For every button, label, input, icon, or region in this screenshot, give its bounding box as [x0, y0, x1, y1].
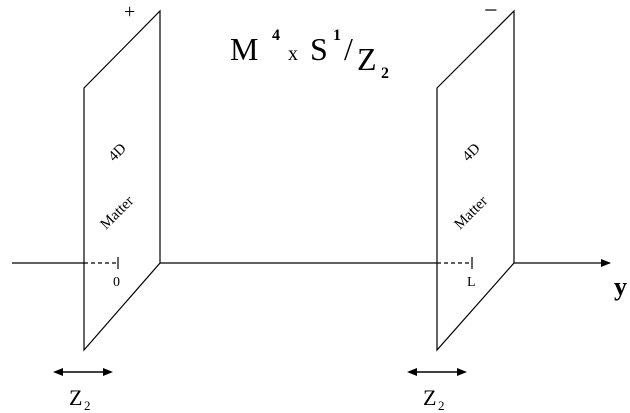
- right-z2-subscript: 2: [438, 398, 445, 413]
- title-times: x: [288, 43, 298, 65]
- title-z-subscript: 2: [381, 65, 389, 82]
- right-brane-sign: −: [484, 0, 498, 24]
- left-brane: 0 + 4D Matter: [83, 1, 161, 352]
- title-m-exponent: 4: [272, 27, 280, 44]
- right-z2-label: Z: [423, 385, 436, 410]
- title-s-exponent: 1: [333, 27, 341, 44]
- right-z2-arrowhead-left: [407, 368, 417, 376]
- left-z2-subscript: 2: [84, 398, 91, 413]
- left-z2-symmetry: Z 2: [53, 368, 113, 413]
- right-l-label: L: [467, 275, 476, 290]
- diagram-title: M 4 x S 1 / Z 2: [230, 27, 389, 82]
- left-brane-sign: +: [124, 1, 135, 23]
- y-axis-label: y: [614, 272, 627, 301]
- left-z2-label: Z: [69, 385, 82, 410]
- title-slash: /: [344, 31, 353, 67]
- title-s: S: [310, 31, 328, 67]
- right-brane: L − 4D Matter: [436, 0, 515, 352]
- title-z: Z: [357, 41, 377, 77]
- left-z2-arrowhead-left: [53, 368, 63, 376]
- left-brane-plane: [83, 9, 161, 352]
- title-m: M: [230, 31, 258, 67]
- right-z2-arrowhead-right: [457, 368, 467, 376]
- left-origin-label: 0: [113, 275, 120, 290]
- left-z2-arrowhead-right: [103, 368, 113, 376]
- right-z2-symmetry: Z 2: [407, 368, 467, 413]
- right-brane-plane: [436, 9, 515, 352]
